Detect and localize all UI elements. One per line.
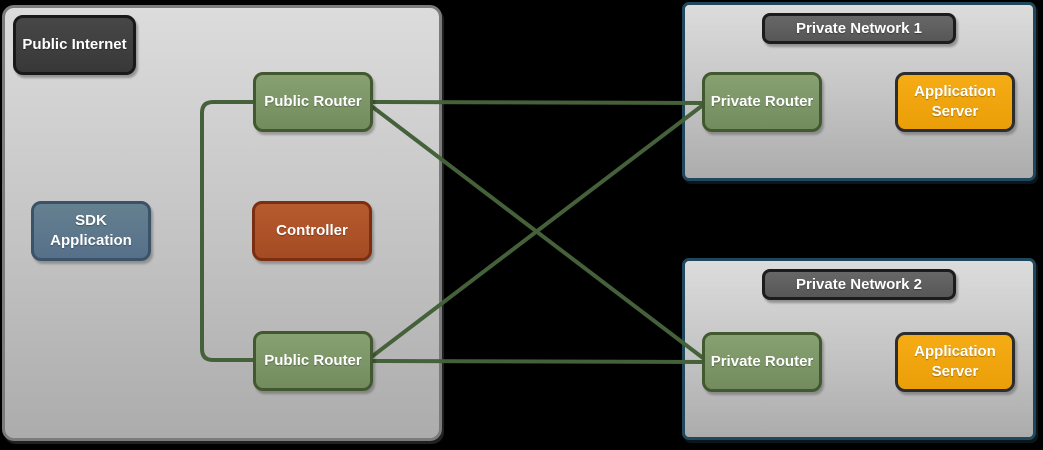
sdk-application-node: SDK Application (31, 201, 151, 261)
sdk-application-label: SDK Application (50, 212, 132, 249)
public-router-top-node: Public Router (253, 72, 373, 132)
public-router-bottom-label: Public Router (264, 352, 362, 369)
private-network-1-badge: Private Network 1 (762, 13, 956, 44)
private-router-2-label: Private Router (710, 353, 814, 370)
public-internet-badge: Public Internet (13, 15, 136, 75)
private-network-2-label: Private Network 2 (796, 275, 922, 293)
private-network-1-container: Private Network 1 Private Router Applica… (682, 2, 1036, 181)
private-network-1-label: Private Network 1 (796, 19, 922, 37)
public-internet-label: Public Internet (22, 36, 127, 53)
public-router-bottom-node: Public Router (253, 331, 373, 391)
private-network-2-badge: Private Network 2 (762, 269, 956, 300)
application-server-1-node: Application Server (895, 72, 1015, 132)
application-server-2-node: Application Server (895, 332, 1015, 392)
private-router-2-node: Private Router (702, 332, 822, 392)
public-router-top-label: Public Router (264, 93, 362, 110)
private-network-2-container: Private Network 2 Private Router Applica… (682, 258, 1036, 440)
application-server-2-label: Application Server (914, 343, 996, 380)
controller-node: Controller (252, 201, 372, 261)
controller-label: Controller (276, 222, 348, 239)
application-server-1-label: Application Server (914, 83, 996, 120)
private-router-1-label: Private Router (710, 93, 814, 110)
private-router-1-node: Private Router (702, 72, 822, 132)
